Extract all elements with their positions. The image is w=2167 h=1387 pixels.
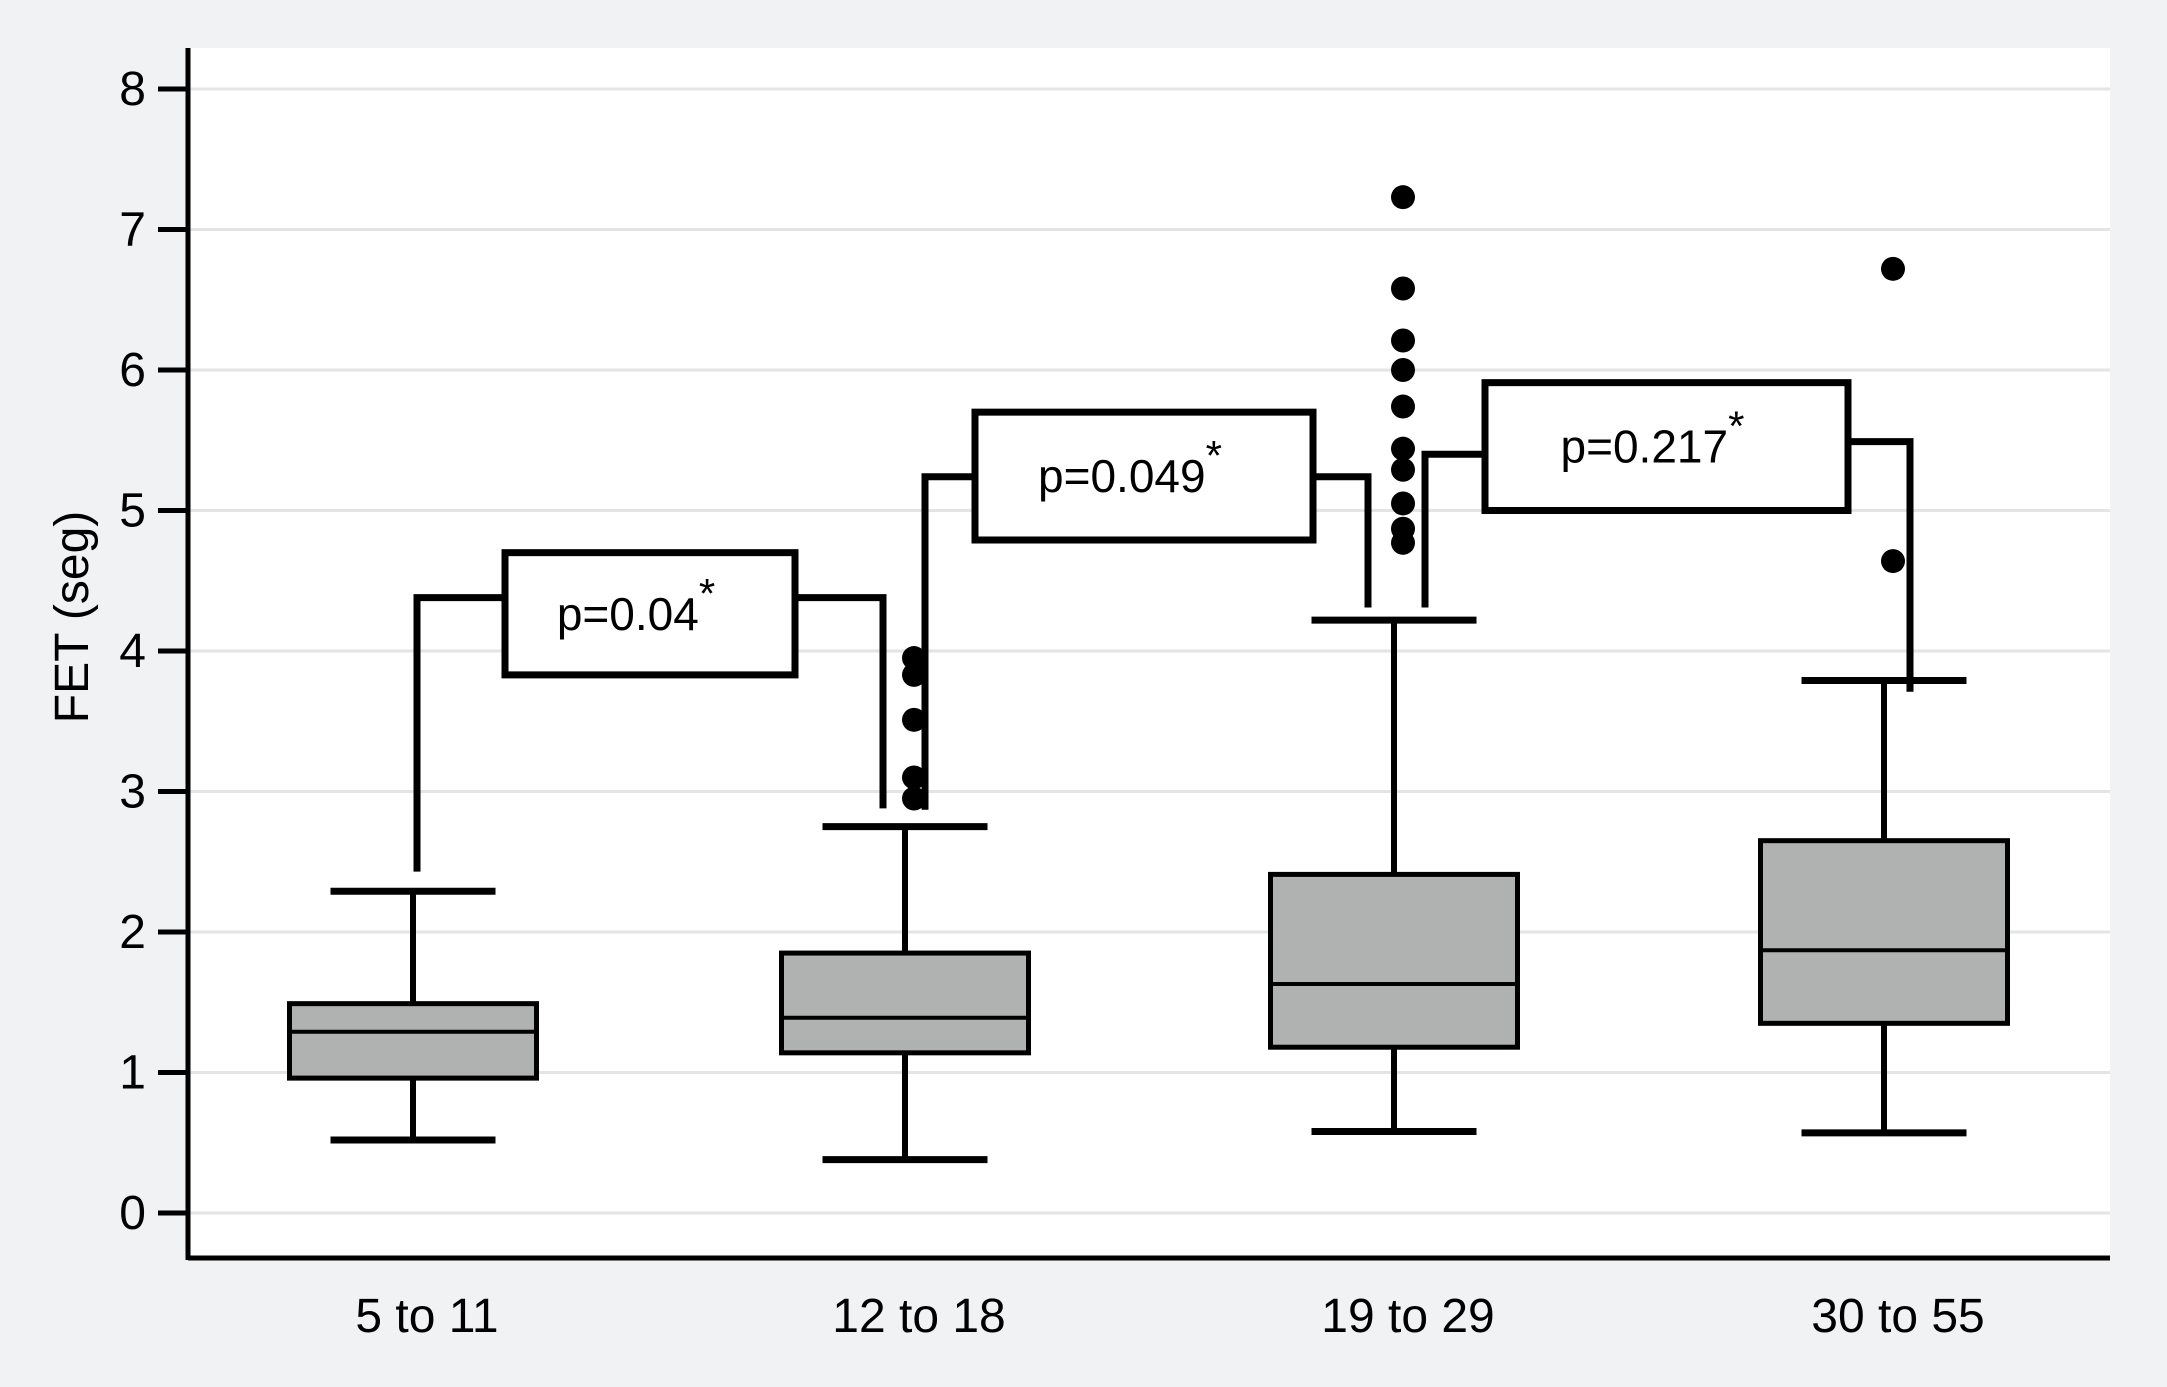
- y-tick-label-8: 8: [119, 63, 146, 116]
- outlier-dot: [1391, 457, 1415, 482]
- p-value-box: [971, 408, 1317, 544]
- box-group-19-to-29: [1268, 185, 1520, 1136]
- y-tick-label-4: 4: [119, 625, 146, 678]
- outlier-dot: [902, 707, 926, 732]
- x-axis-labels: 5 to 11 12 to 18 19 to 29 30 to 55: [355, 1290, 1984, 1343]
- bracket-left-arm: [921, 473, 975, 810]
- y-tick-label-0: 0: [119, 1187, 146, 1240]
- outlier-dot: [1881, 256, 1905, 281]
- outlier-dot: [902, 765, 926, 790]
- x-axis-label-30-to-55: 30 to 55: [1811, 1290, 1984, 1343]
- bracket-right-arm: [795, 594, 887, 809]
- iqr-box: [287, 1001, 539, 1081]
- box-group-12-to-18: [779, 646, 1031, 1164]
- y-axis-ticks: 0 1 2 3 4 5 6 7 8: [119, 63, 186, 1240]
- outlier-dot: [1391, 394, 1415, 419]
- box-group-5-to-11: [287, 887, 539, 1144]
- outlier-dot: [1391, 358, 1415, 382]
- bracket-left-arm: [1421, 450, 1485, 608]
- box-group-30-to-55: [1758, 256, 2010, 1137]
- y-tick-label-6: 6: [119, 344, 146, 397]
- significance-bracket-1: p=0.04*: [413, 549, 887, 872]
- outlier-dot: [902, 662, 926, 687]
- outlier-dot: [1391, 491, 1415, 516]
- outlier-dot: [1391, 436, 1415, 461]
- p-value-box: [501, 549, 799, 679]
- outlier-dot: [1391, 276, 1415, 301]
- iqr-box: [1758, 838, 2010, 1026]
- iqr-box: [1268, 871, 1520, 1050]
- y-tick-label-3: 3: [119, 766, 146, 819]
- y-axis-title: FET (seg): [46, 511, 99, 723]
- iqr-box: [779, 950, 1031, 1056]
- bracket-right-arm: [1848, 438, 1914, 692]
- bracket-right-arm: [1313, 473, 1372, 608]
- outlier-dot: [1391, 516, 1415, 541]
- significance-bracket-3: p=0.217*: [1421, 379, 1914, 692]
- significance-bracket-2: p=0.049*: [921, 408, 1372, 810]
- p-value-box: [1481, 379, 1852, 514]
- y-tick-label-7: 7: [119, 204, 146, 257]
- outlier-dot: [1881, 549, 1905, 574]
- outlier-dot: [1391, 328, 1415, 353]
- y-tick-label-5: 5: [119, 485, 146, 538]
- significance-brackets: p=0.04*p=0.049*p=0.217*: [413, 379, 1914, 872]
- outlier-dot: [902, 786, 926, 811]
- axes: [185, 48, 2110, 1261]
- box-series: [287, 185, 2010, 1164]
- x-axis-label-19-to-29: 19 to 29: [1321, 1290, 1494, 1343]
- y-tick-label-2: 2: [119, 906, 146, 959]
- outlier-dot: [1391, 185, 1415, 210]
- outlier-dot: [902, 646, 926, 671]
- x-axis-label-12-to-18: 12 to 18: [832, 1290, 1005, 1343]
- y-tick-label-1: 1: [119, 1047, 146, 1100]
- bracket-left-arm: [413, 594, 505, 872]
- x-axis-label-5-to-11: 5 to 11: [355, 1290, 498, 1343]
